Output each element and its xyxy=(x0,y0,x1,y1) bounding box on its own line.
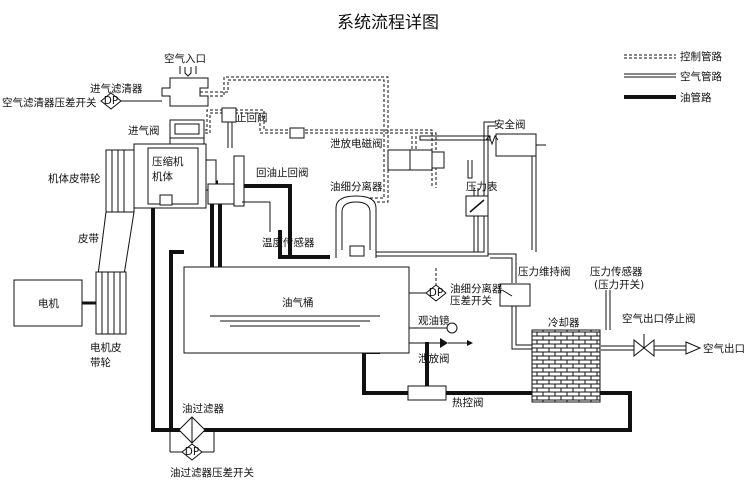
label-pressure-gauge: 压力表 xyxy=(466,180,498,193)
label-air-filter-dp-switch: 空气滤清器压差开关 xyxy=(2,96,97,109)
outlet-stop-valve xyxy=(633,334,655,358)
motor xyxy=(13,279,83,327)
belt xyxy=(97,211,135,276)
label-motor-pulley-1: 电机皮 xyxy=(90,341,122,354)
oil-separator xyxy=(335,195,377,258)
motor-pulley xyxy=(95,271,127,335)
label-drain-valve: 泄放阀 xyxy=(418,352,450,365)
label-oil-filter: 油过滤器 xyxy=(182,402,224,415)
air-inlet-arrow-icon xyxy=(184,67,192,77)
sight-glass xyxy=(409,322,458,334)
svg-text:DP: DP xyxy=(104,95,118,107)
label-sight-glass: 观油镜 xyxy=(418,314,450,327)
body-pulley xyxy=(105,149,135,213)
label-safety-valve: 安全阀 xyxy=(494,118,526,131)
bleed-solenoid-valve xyxy=(387,149,445,171)
pressure-gauge xyxy=(465,195,489,217)
oil-filter-dp-symbol: DP xyxy=(169,430,215,461)
label-separator-dp-1: 油细分离器 xyxy=(450,282,503,295)
control-lines xyxy=(200,76,437,203)
air-filter-dp-symbol: DP xyxy=(100,92,162,110)
oil-filter xyxy=(178,416,206,444)
label-cooler: 冷却器 xyxy=(548,316,580,329)
svg-text:DP: DP xyxy=(429,287,443,299)
label-motor-pulley-2: 带轮 xyxy=(90,356,111,369)
check-valve-top xyxy=(221,107,237,123)
legend: 控制管路 空气管路 油管路 xyxy=(624,50,722,104)
intake-filter xyxy=(161,66,209,107)
label-separator-dp-2: 压差开关 xyxy=(450,294,492,307)
component-labels: 空气入口 进气滤清器 空气滤清器压差开关 进气阀 止回阀 泄放电磁阀 安全阀 压… xyxy=(2,52,745,479)
label-compressor-body-2: 机体 xyxy=(152,170,173,183)
cooler xyxy=(531,329,601,403)
legend-control-line: 控制管路 xyxy=(680,50,722,63)
label-oil-separator: 油细分离器 xyxy=(330,180,383,193)
separator-dp-symbol: DP xyxy=(409,268,447,302)
compressor-body xyxy=(133,143,245,209)
thermostatic-valve xyxy=(407,385,447,401)
label-pressure-sensor-1: 压力传感器 xyxy=(590,265,643,278)
label-air-inlet: 空气入口 xyxy=(164,52,206,65)
label-oil-return-check: 回油止回阀 xyxy=(256,166,309,179)
label-thermo-valve: 热控阀 xyxy=(452,396,484,409)
label-oil-gas-tank: 油气桶 xyxy=(282,296,314,309)
label-pressure-sensor-2: (压力开关) xyxy=(594,278,644,291)
label-compressor-body-1: 压缩机 xyxy=(152,155,184,168)
label-outlet-stop-valve: 空气出口停止阀 xyxy=(622,312,696,325)
label-check-valve: 止回阀 xyxy=(236,111,268,124)
label-motor: 电机 xyxy=(38,297,59,310)
label-oil-filter-dp-switch: 油过滤器压差开关 xyxy=(170,466,254,479)
label-belt: 皮带 xyxy=(78,232,99,245)
label-min-pressure-valve: 压力维持阀 xyxy=(518,265,571,278)
label-air-outlet: 空气出口 xyxy=(703,342,745,355)
label-body-pulley: 机体皮带轮 xyxy=(48,172,101,185)
safety-valve xyxy=(485,133,546,157)
label-intake-filter: 进气滤清器 xyxy=(90,82,143,95)
min-pressure-valve xyxy=(499,283,531,307)
svg-text:DP: DP xyxy=(185,446,199,458)
diagram-title: 系统流程详图 xyxy=(337,13,439,33)
oil-gas-tank xyxy=(183,266,410,354)
control-filter xyxy=(289,127,305,139)
legend-oil-line: 油管路 xyxy=(680,91,712,104)
legend-air-line: 空气管路 xyxy=(680,70,722,83)
drain-valve xyxy=(409,338,473,348)
label-intake-valve: 进气阀 xyxy=(128,124,160,137)
air-outlet-arrow-icon xyxy=(685,341,702,355)
label-temp-sensor: 温度传感器 xyxy=(262,236,315,249)
label-bleed-solenoid: 泄放电磁阀 xyxy=(330,137,383,150)
